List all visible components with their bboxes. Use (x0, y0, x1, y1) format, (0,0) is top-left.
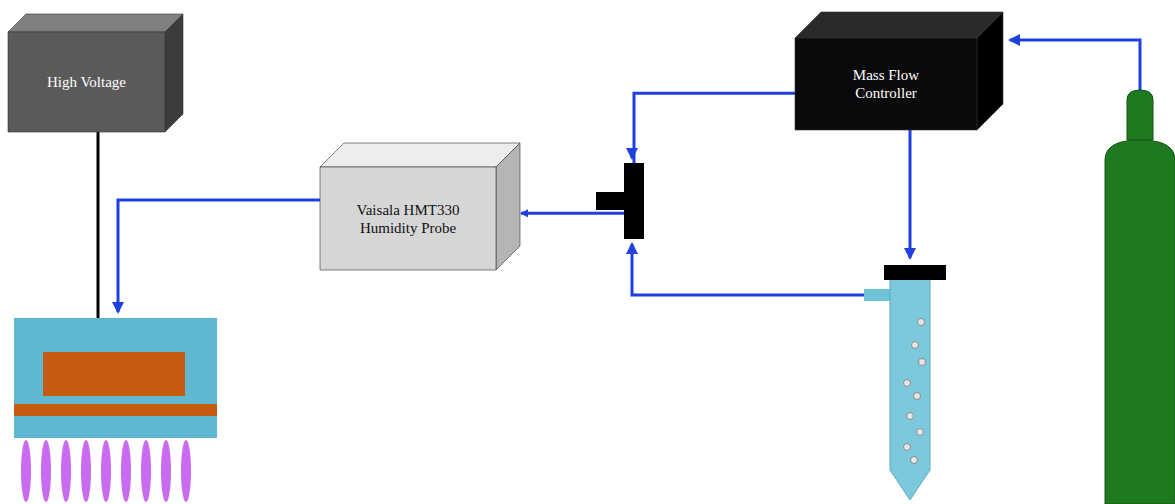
box-face (795, 38, 977, 130)
box-face (8, 32, 165, 132)
box-face (320, 143, 520, 167)
gas-line (118, 200, 320, 312)
box-face (320, 167, 496, 270)
box-face (496, 143, 520, 270)
gas-line (909, 130, 912, 258)
gas-cylinder (1105, 140, 1175, 504)
electrode-strip (14, 404, 217, 416)
gas-line (632, 244, 866, 295)
plasma-device (14, 318, 217, 438)
gas-cylinder (1127, 90, 1153, 140)
box-front: High Voltage (8, 32, 165, 132)
bubbler-arm (864, 289, 892, 301)
gas-line (631, 150, 634, 158)
mass-flow-controller-box: Mass Flow Controller (795, 12, 1003, 130)
box-face (977, 12, 1003, 130)
bubbles (904, 319, 926, 464)
power-supply-box: High Voltage (8, 14, 183, 132)
bubbler-cap (884, 265, 946, 280)
t-junction (596, 192, 628, 210)
box-face (165, 14, 183, 132)
plasma-jets (21, 440, 191, 502)
box-label: High Voltage (47, 73, 126, 91)
bubbler-tube (890, 278, 930, 500)
box-front: Vaisala HMT330 Humidity Probe (320, 167, 496, 270)
gas-line (1010, 40, 1140, 92)
box-face (795, 12, 1003, 38)
electrode (43, 352, 185, 396)
box-face (8, 14, 183, 32)
box-label: Vaisala HMT330 Humidity Probe (351, 201, 466, 237)
hv-wire (97, 132, 100, 346)
humidity-probe-box: Vaisala HMT330 Humidity Probe (320, 143, 520, 270)
box-front: Mass Flow Controller (795, 38, 977, 130)
t-junction (624, 163, 644, 239)
gas-line (521, 93, 795, 213)
box-label: Mass Flow Controller (836, 66, 936, 102)
box-3d-outline (8, 14, 183, 132)
